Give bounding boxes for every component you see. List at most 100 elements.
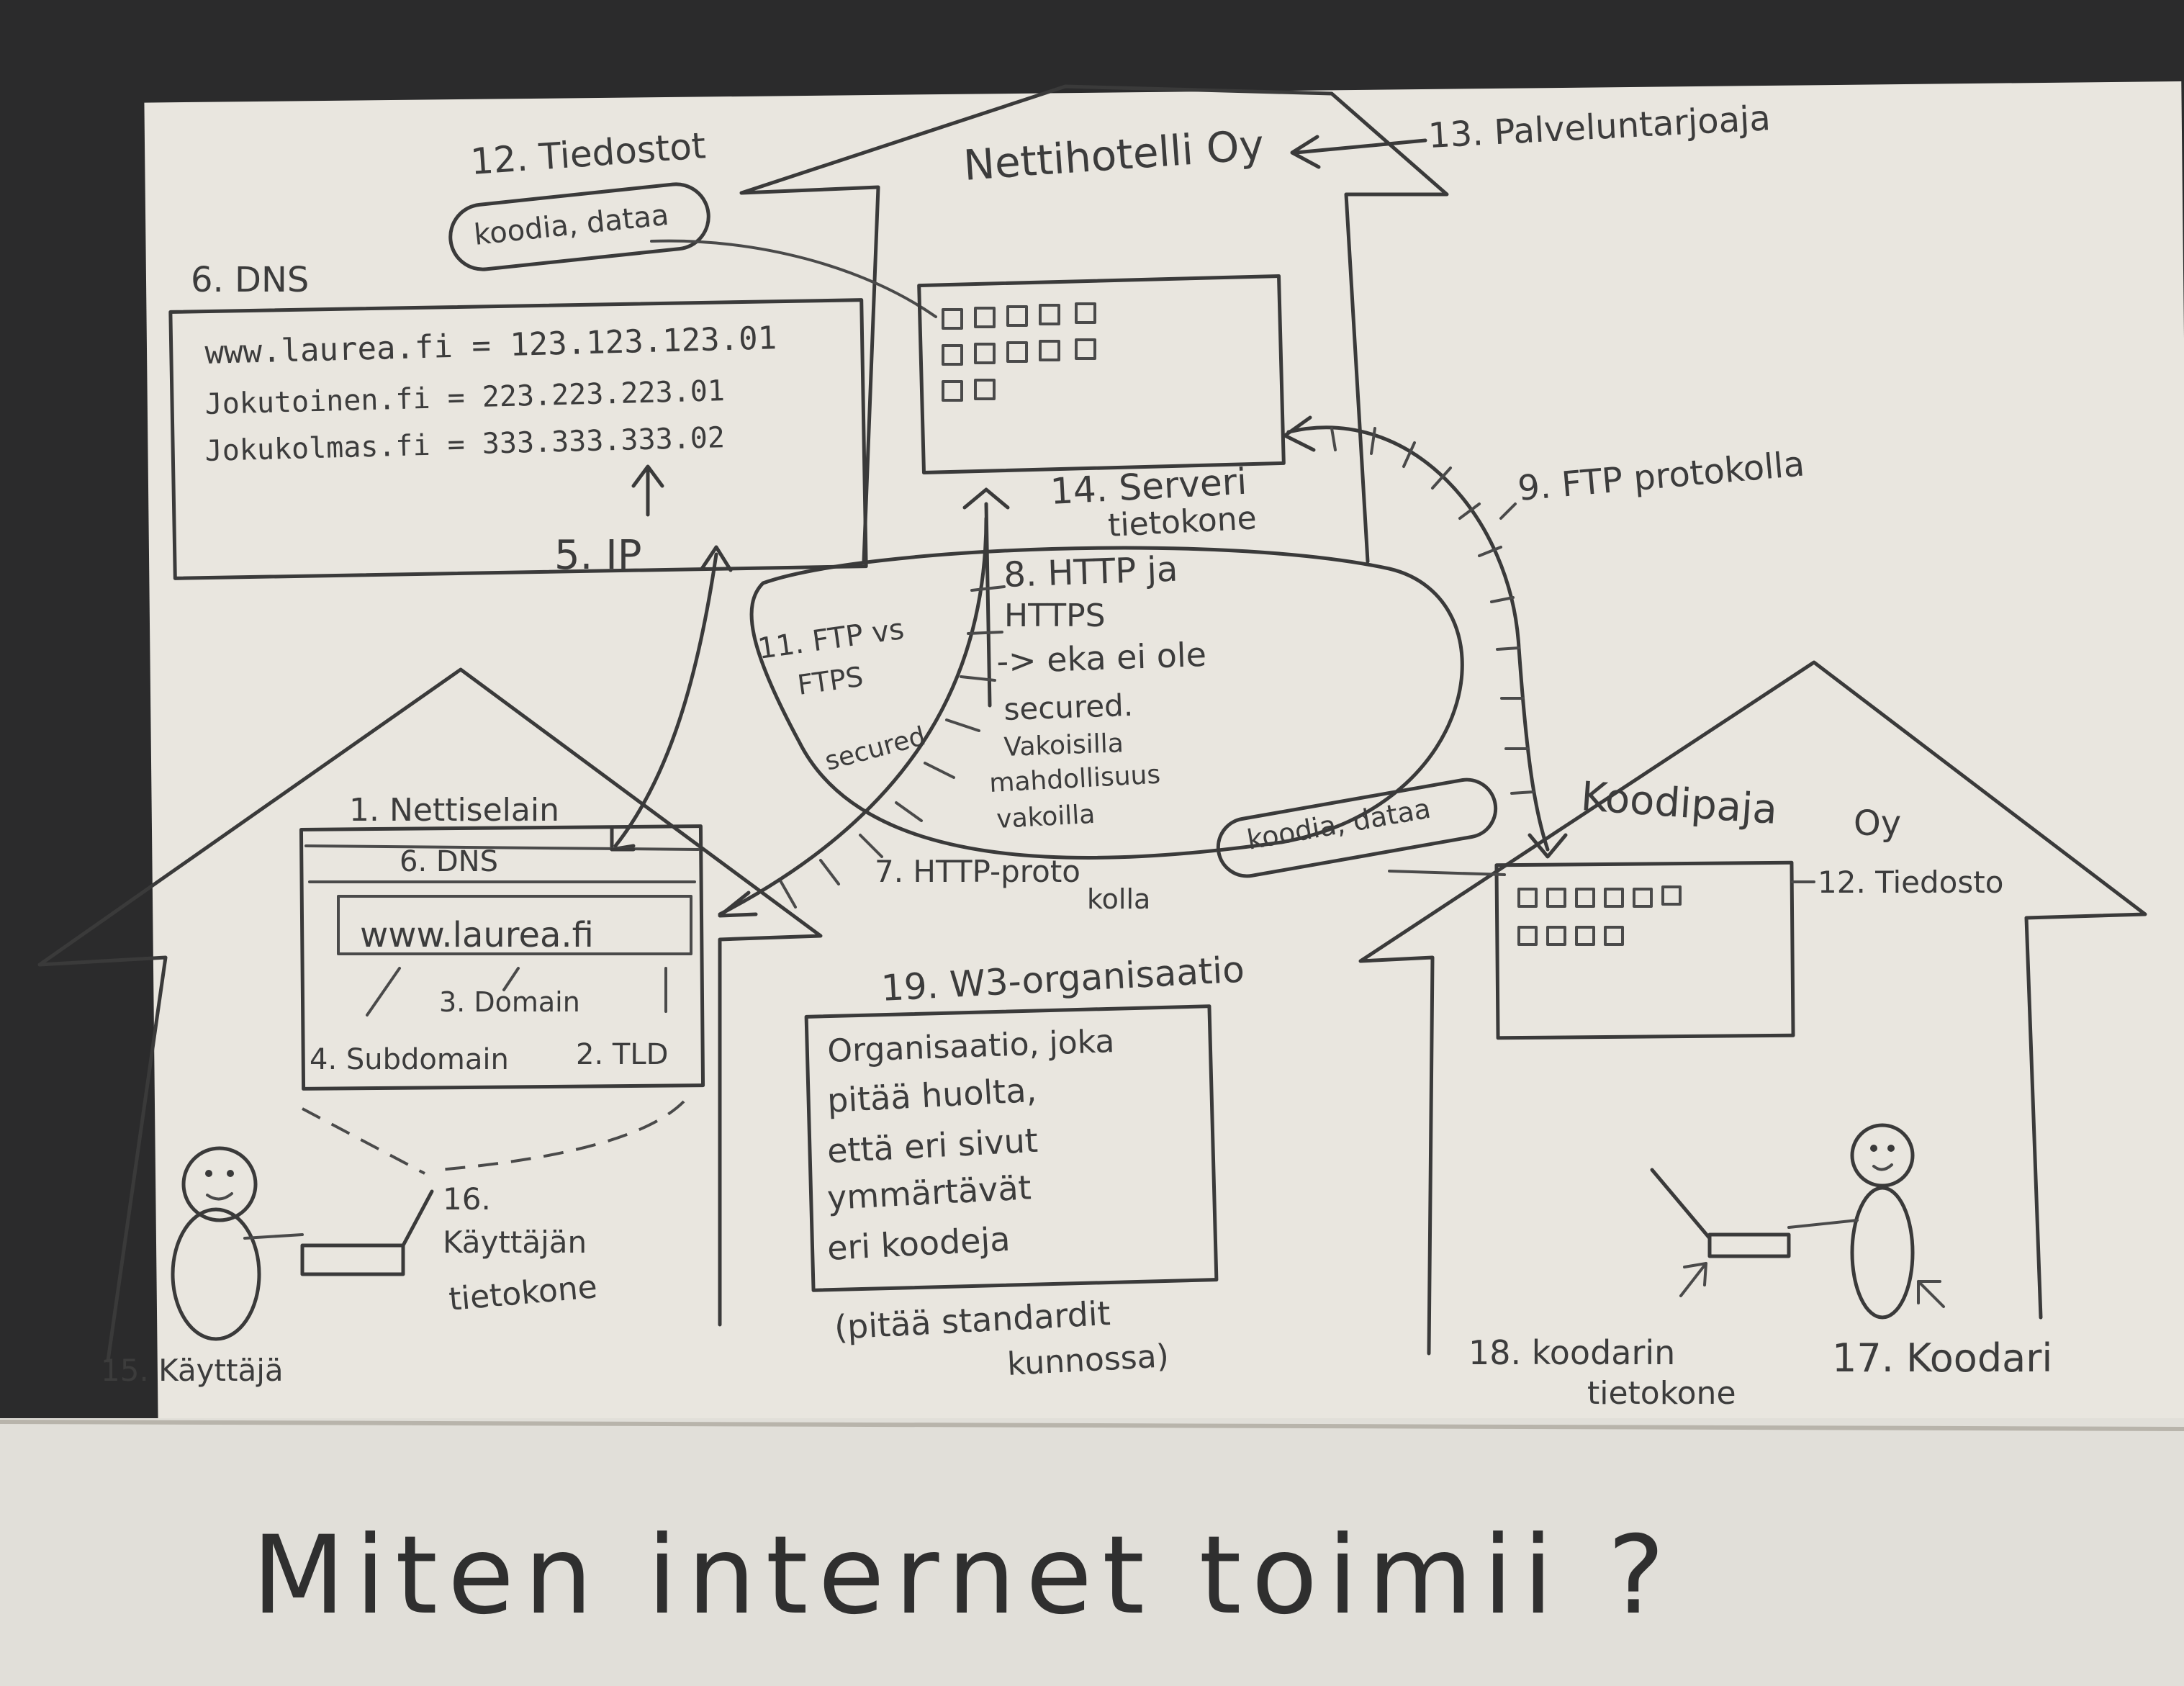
paper-fold (0, 1420, 2184, 1431)
caption-strip (0, 1418, 2184, 1686)
dns-title: 6. DNS (191, 260, 309, 300)
http-protocol-label: kolla (1087, 883, 1150, 915)
coder-laptop-pointer (1679, 1262, 1707, 1297)
protocols-bubble (749, 546, 1464, 860)
screen-link-dashed (302, 1100, 685, 1175)
tick-mark (1496, 646, 1520, 651)
tick-mark (780, 880, 797, 909)
server-file-icon (942, 308, 963, 330)
dns-lookup-arrowhead-up (700, 545, 733, 572)
coder-file-icon (1633, 888, 1653, 908)
coder-files-bubble (1216, 777, 1498, 878)
coder-eye (1870, 1145, 1877, 1152)
server-file-icon (974, 343, 996, 364)
provider-arrowhead (1290, 135, 1321, 169)
provider-arrow (1294, 138, 1427, 155)
coder-file-grid (1517, 885, 1682, 946)
files-bubble (448, 182, 710, 271)
files-to-server-line (650, 239, 937, 318)
http-text-line: vakoilla (996, 800, 1096, 834)
server-file-icon (1039, 340, 1060, 361)
browser-dns-label: 6. DNS (400, 845, 498, 878)
coder-arm (1787, 1219, 1859, 1229)
user-figure (171, 1146, 304, 1341)
page-title: Miten internet toimii ? (252, 1513, 1675, 1638)
coder-smile (1872, 1163, 1893, 1171)
coder-files-label: 12. Tiedosto (1818, 865, 2003, 900)
server-file-icon (1006, 305, 1028, 327)
tick-mark (1458, 502, 1481, 520)
coder-laptop-screen (1650, 1168, 1712, 1240)
http-text-line: -> eka ei ole (996, 635, 1206, 681)
tick-mark (924, 762, 955, 779)
browser-address-bar (337, 895, 692, 955)
server-file-icon (1039, 304, 1060, 325)
http-explanation: 8. HTTP ja HTTPS -> eka ei ole secured. … (988, 549, 1207, 834)
user-head (181, 1146, 258, 1222)
http-curve-ticks (780, 585, 1006, 909)
coder-files-link (1388, 870, 1506, 876)
server-file-icon (942, 380, 963, 402)
coder-file-icon (1575, 926, 1595, 946)
server-file-icon (1006, 341, 1028, 363)
coder-body (1850, 1186, 1915, 1320)
server-file-icon (1075, 302, 1096, 324)
coder-house (1358, 660, 2147, 1356)
w3-box (804, 1004, 1219, 1292)
domain-label: 3. Domain (439, 986, 580, 1018)
coder-laptop (1650, 1168, 1791, 1258)
browser-url: www.laurea.fi (360, 915, 594, 955)
w3-text-line: eri koodeja (826, 1220, 1011, 1268)
server-label: tietokone (1107, 500, 1258, 544)
server-file-icon (974, 379, 996, 400)
tick-mark (859, 834, 883, 858)
coder-company-name: Oy (1854, 803, 1901, 844)
domain-pointer (502, 967, 520, 991)
server-label: 14. Serveri (1050, 461, 1248, 513)
ftp-server-arrowhead (1283, 415, 1316, 452)
tick-mark (960, 675, 996, 682)
coder-computer-label: tietokone (1587, 1375, 1736, 1412)
coder-pointer (1917, 1280, 1945, 1308)
tick-mark (819, 859, 840, 885)
coder-house-outline (1358, 660, 2147, 1356)
paper-sheet (144, 81, 2184, 1442)
dns-lookup-line (613, 552, 718, 848)
user-laptop-base (300, 1243, 405, 1276)
user-laptop (300, 1189, 434, 1276)
tick-mark (1510, 790, 1535, 795)
http-protocol-arrowhead (718, 891, 758, 918)
browser-title: 1. Nettiselain (349, 792, 559, 829)
coder-file-icon (1546, 926, 1566, 946)
server-file-icon (974, 307, 996, 328)
w3-note: kunnossa) (1006, 1338, 1170, 1383)
ip-up-arrowhead (631, 464, 664, 488)
http-server-arrowhead (962, 487, 1010, 510)
http-text-line: Vakoisilla (1003, 729, 1124, 762)
tick-mark (1330, 427, 1337, 451)
http-text-line: secured. (1003, 688, 1134, 727)
tick-mark (1478, 546, 1502, 557)
http-protocol-label: 7. HTTP-proto (875, 854, 1080, 889)
coder-file-icon (1517, 888, 1538, 908)
subdomain-label: 4. Subdomain (310, 1043, 509, 1076)
coder-eye (1887, 1145, 1895, 1152)
ftp-curve-ticks (1330, 427, 1535, 795)
tick-mark (895, 801, 923, 822)
user-house (37, 667, 823, 1363)
ip-label: 5. IP (554, 532, 642, 579)
ftp-coder-arrowhead (1528, 833, 1568, 859)
user-eye (227, 1170, 234, 1177)
http-text-line: HTTPS (1004, 598, 1106, 634)
coder-head (1850, 1123, 1915, 1188)
user-arm (243, 1233, 304, 1240)
coder-laptop-base (1707, 1232, 1791, 1258)
coder-laptop-pointer-head (1683, 1262, 1707, 1286)
subdomain-pointer (366, 967, 401, 1016)
user-label: 15. Käyttäjä (101, 1353, 284, 1388)
tick-mark (967, 631, 1003, 635)
coder-computer-box (1494, 860, 1795, 1040)
user-smile (206, 1192, 233, 1201)
coder-file-icon (1517, 926, 1538, 946)
